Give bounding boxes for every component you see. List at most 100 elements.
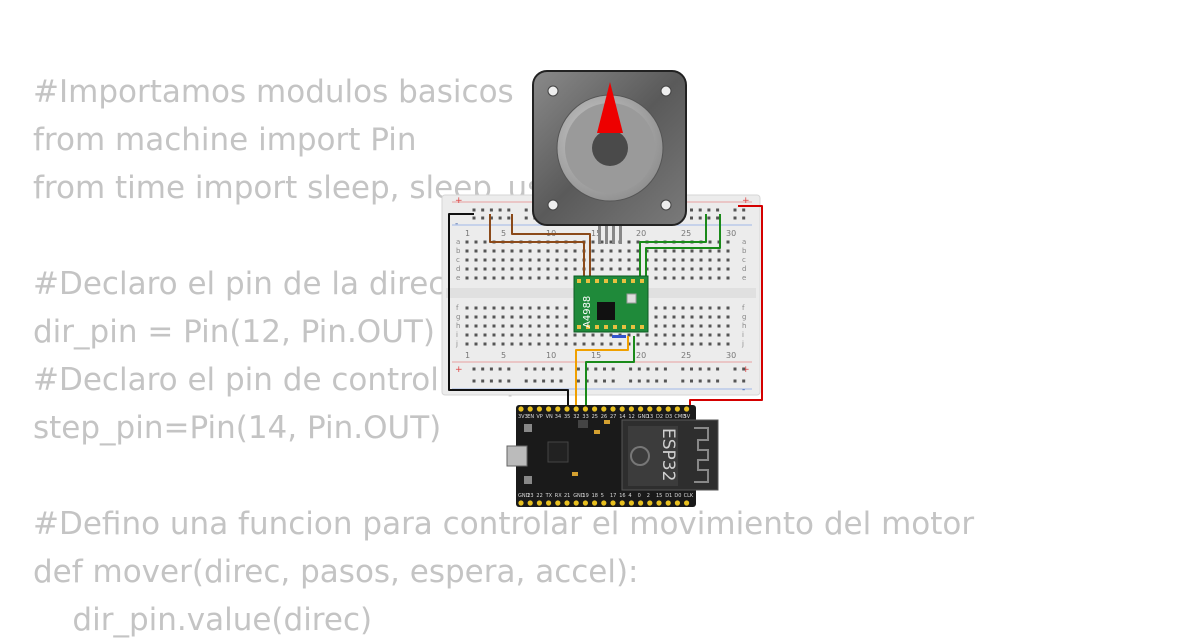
wire-coil-b2 bbox=[645, 214, 721, 278]
wire-gnd bbox=[448, 213, 569, 408]
breadboard-hole bbox=[690, 216, 693, 220]
wire-coil-a2 bbox=[511, 214, 591, 278]
breadboard-hole bbox=[707, 379, 711, 383]
breadboard-hole bbox=[600, 258, 604, 262]
esp32-pin-label: 2 bbox=[647, 493, 650, 499]
breadboard-hole bbox=[481, 379, 485, 383]
breadboard-hole bbox=[681, 249, 685, 253]
breadboard-hole bbox=[627, 267, 631, 271]
breadboard-hole bbox=[519, 342, 523, 346]
breadboard-hole bbox=[742, 367, 746, 371]
breadboard-hole bbox=[698, 216, 702, 220]
regulator bbox=[578, 420, 588, 428]
esp32-pin-label: 23 bbox=[527, 493, 533, 499]
wire-dir bbox=[585, 336, 635, 408]
column-number: 15 bbox=[591, 229, 601, 238]
breadboard-hole bbox=[681, 258, 685, 262]
esp32-pin-label: 33 bbox=[582, 414, 588, 420]
breadboard-hole bbox=[510, 306, 514, 310]
breadboard-hole bbox=[726, 276, 730, 280]
esp32-pin-label: D1 bbox=[665, 493, 672, 499]
breadboard-hole bbox=[533, 367, 537, 371]
breadboard-hole bbox=[726, 333, 730, 337]
breadboard-hole bbox=[555, 333, 559, 337]
esp32-pin-label: CLK bbox=[684, 493, 694, 499]
motor-lead bbox=[598, 222, 601, 244]
column-number: 20 bbox=[636, 351, 646, 360]
breadboard-hole bbox=[481, 367, 485, 371]
breadboard-hole bbox=[681, 276, 685, 280]
breadboard-hole bbox=[555, 324, 559, 328]
driver-pin bbox=[604, 325, 608, 329]
breadboard-hole bbox=[708, 324, 712, 328]
breadboard-hole bbox=[582, 342, 586, 346]
breadboard-hole bbox=[672, 267, 676, 271]
driver-potentiometer-icon bbox=[626, 293, 637, 304]
esp32-pin-label: 34 bbox=[555, 414, 561, 420]
driver-pin bbox=[595, 279, 599, 283]
esp32-pin-label: 25 bbox=[592, 414, 598, 420]
breadboard-hole bbox=[492, 324, 496, 328]
breadboard-hole bbox=[555, 276, 559, 280]
driver-pin bbox=[622, 325, 626, 329]
breadboard-hole bbox=[555, 342, 559, 346]
breadboard-hole bbox=[492, 258, 496, 262]
breadboard-hole bbox=[629, 379, 633, 383]
breadboard-hole bbox=[576, 367, 580, 371]
breadboard-hole bbox=[699, 258, 703, 262]
code-line: def mover(direc, pasos, espera, accel): bbox=[33, 554, 639, 590]
breadboard-hole bbox=[474, 306, 478, 310]
breadboard-hole bbox=[654, 276, 658, 280]
esp32-pin-label: D2 bbox=[656, 414, 663, 420]
breadboard-hole bbox=[690, 306, 694, 310]
esp32-pin bbox=[665, 500, 671, 506]
breadboard-hole bbox=[609, 249, 613, 253]
breadboard-hole bbox=[474, 342, 478, 346]
breadboard-hole bbox=[564, 333, 568, 337]
breadboard-hole bbox=[603, 379, 606, 383]
breadboard-hole bbox=[489, 208, 493, 212]
breadboard-hole bbox=[708, 276, 712, 280]
breadboard-hole bbox=[663, 267, 667, 271]
esp32-pin-label: 5V bbox=[684, 414, 691, 420]
row-letter: j bbox=[741, 340, 744, 348]
breadboard-hole bbox=[537, 276, 541, 280]
breadboard-hole bbox=[600, 342, 604, 346]
breadboard-hole bbox=[474, 324, 478, 328]
breadboard-hole bbox=[465, 324, 469, 328]
rail-plus-label-bottom: + bbox=[455, 365, 463, 375]
breadboard-hole bbox=[465, 276, 469, 280]
breadboard-hole bbox=[672, 258, 676, 262]
row-letter: c bbox=[456, 256, 460, 264]
breadboard-hole bbox=[726, 249, 730, 253]
breadboard-hole bbox=[600, 333, 604, 337]
breadboard-hole bbox=[510, 333, 514, 337]
breadboard-hole bbox=[609, 342, 613, 346]
breadboard-hole bbox=[489, 216, 493, 220]
breadboard-hole bbox=[646, 367, 650, 371]
esp32-pin-label: 4 bbox=[628, 493, 631, 499]
breadboard-hole bbox=[501, 276, 505, 280]
driver-label: A4988 bbox=[582, 296, 593, 328]
breadboard-hole bbox=[707, 367, 711, 371]
breadboard-hole bbox=[708, 342, 712, 346]
breadboard-hole bbox=[474, 315, 478, 319]
rail-minus-label-bottom: - bbox=[742, 385, 745, 395]
breadboard-hole bbox=[546, 276, 550, 280]
breadboard-hole bbox=[498, 216, 502, 220]
breadboard-hole bbox=[663, 342, 667, 346]
motor-pointer-icon bbox=[597, 82, 623, 133]
esp32-pin bbox=[684, 406, 690, 412]
breadboard-hole bbox=[609, 258, 613, 262]
breadboard-hole bbox=[672, 342, 676, 346]
driver-pin bbox=[631, 279, 635, 283]
motor-shaft bbox=[592, 130, 628, 166]
breadboard-hole bbox=[519, 306, 523, 310]
breadboard-hole bbox=[483, 324, 487, 328]
breadboard-hole bbox=[637, 367, 641, 371]
breadboard-hole bbox=[717, 306, 721, 310]
breadboard-hole bbox=[501, 306, 505, 310]
breadboard-hole bbox=[489, 379, 493, 383]
